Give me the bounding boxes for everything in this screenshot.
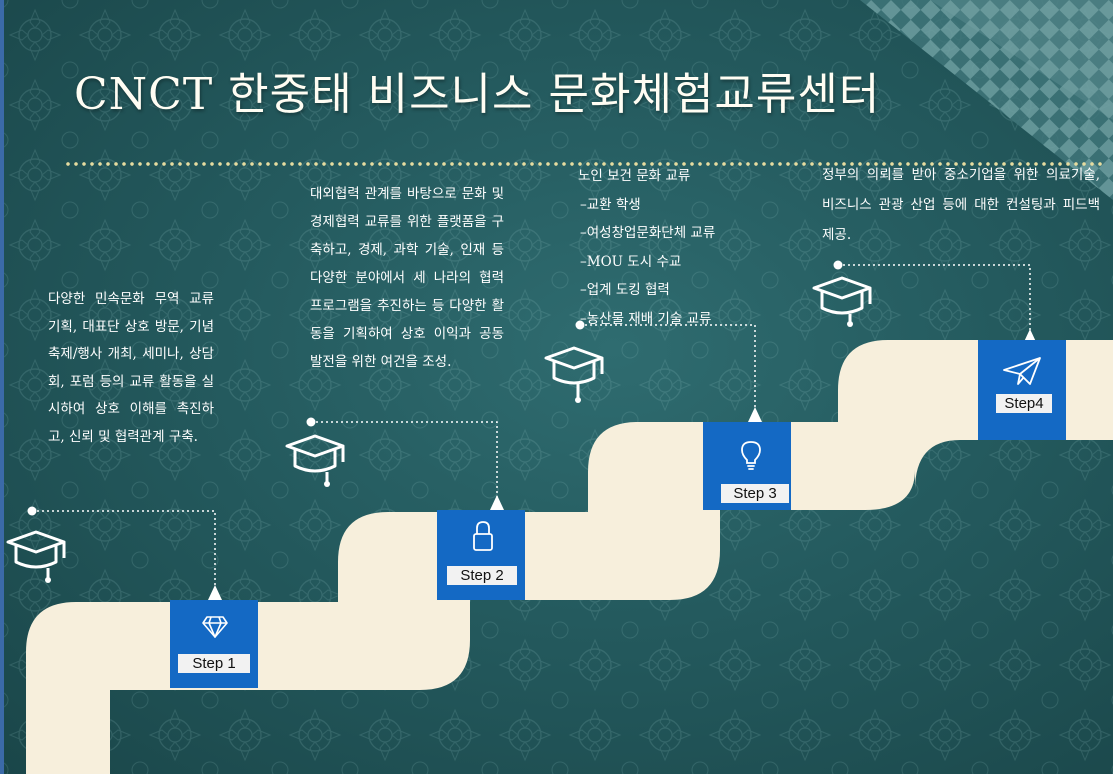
connector-dot-4 <box>833 260 843 270</box>
step3-item: –농산물 재배 기술 교류 <box>580 310 712 327</box>
page-title: CNCT 한중태 비즈니스 문화체험교류센터 <box>74 69 881 120</box>
diamond-icon <box>202 616 228 638</box>
step3-item: –교환 학생 <box>580 196 641 213</box>
dotted-divider <box>64 162 1104 166</box>
path-shape <box>26 340 1113 774</box>
paper-plane-icon <box>1003 357 1041 385</box>
step1-box: Step 1 <box>170 600 258 688</box>
connector-dot-2 <box>306 417 316 427</box>
step3-item: –MOU 도시 수교 <box>580 253 682 270</box>
step3-box: Step 3 <box>703 422 791 510</box>
step4-box: Step4 <box>978 340 1066 440</box>
left-edge-bar <box>0 0 4 774</box>
graduation-cap-icon-4 <box>812 276 872 327</box>
step1-description: 다양한 민속문화 무역 교류 기획, 대표단 상호 방문, 기념 축제/행사 개… <box>48 291 214 445</box>
connector-dot-1 <box>27 506 37 516</box>
connector-dot-3 <box>575 320 585 330</box>
arrow-tip-3 <box>748 407 762 422</box>
step2-box: Step 2 <box>437 510 525 600</box>
lightbulb-icon <box>741 441 761 470</box>
step1-label: Step 1 <box>178 654 250 673</box>
step4-description: 정부의 의뢰를 받아 중소기업을 위한 의료기술, 비즈니스 관광 산업 등에 … <box>822 167 1100 243</box>
graduation-cap-icon-2 <box>285 434 345 487</box>
step2-description: 대외협력 관계를 바탕으로 문화 및 경제협력 교류를 위한 플랫폼을 구축하고… <box>310 186 504 370</box>
arrow-tip-1 <box>208 585 222 600</box>
step3-description: 노인 보건 문화 교류 –교환 학생 –여성창업문화단체 교류 –MOU 도시 … <box>578 162 768 333</box>
graduation-cap-icon-3 <box>544 346 604 403</box>
step3-item: –여성창업문화단체 교류 <box>580 225 716 241</box>
graduation-cap-icon-1 <box>6 530 66 583</box>
step3-heading: 노인 보건 문화 교류 <box>578 168 691 184</box>
arrow-tip-2 <box>490 495 504 510</box>
step4-label: Step4 <box>996 394 1052 413</box>
step2-label: Step 2 <box>447 566 517 585</box>
step3-label: Step 3 <box>721 484 789 503</box>
step3-item: –업계 도킹 협력 <box>580 282 670 298</box>
lock-icon <box>473 521 493 551</box>
